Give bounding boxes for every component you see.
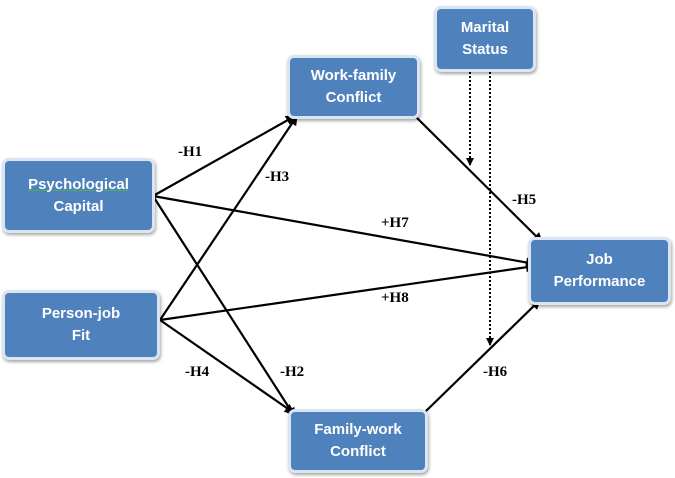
family-work-conflict-line1: Family-work [314,421,402,438]
family-work-conflict-node: Family-work Conflict [288,409,428,473]
arrow-h6 [424,299,541,413]
family-work-conflict-line2: Conflict [330,443,386,460]
arrow-h5 [414,115,543,243]
person-job-fit-line2: Fit [71,327,91,344]
psychological-capital-line2: Capital [53,197,104,215]
label-h4: -H4 [185,364,210,380]
arrow-h2 [152,195,296,418]
person-job-fit-line1: Person-job [41,305,121,322]
marital-status-node: Marital Status [434,6,536,72]
work-family-conflict-line2: Conflict [325,89,382,106]
job-performance-line1: Job [586,251,613,268]
arrow-h7 [152,194,536,268]
arrow-h3 [159,115,298,321]
label-h7: +H7 [381,215,409,231]
label-h6: -H6 [483,364,508,380]
person-job-fit-node: Person-job Fit [2,290,160,360]
label-h3: -H3 [265,169,290,185]
work-family-conflict-node: Work-family Conflict [287,55,420,119]
psychological-capital-node: Psychological Capital [2,158,155,233]
label-h5: -H5 [512,192,537,208]
label-h1: -H1 [178,144,203,160]
arrow-h4 [159,319,295,414]
job-performance-line2: Performance [553,273,646,290]
marital-status-line1: Marital [460,19,510,36]
psychological-capital-line1: Psychological [28,175,129,193]
arrow-h8 [159,262,536,322]
job-performance-node: Job Performance [528,237,671,305]
work-family-conflict-line1: Work-family [310,67,397,84]
label-h8: +H8 [381,290,409,306]
arrow-h1 [152,115,296,197]
label-h2: -H2 [280,364,305,380]
marital-status-line2: Status [462,41,508,58]
